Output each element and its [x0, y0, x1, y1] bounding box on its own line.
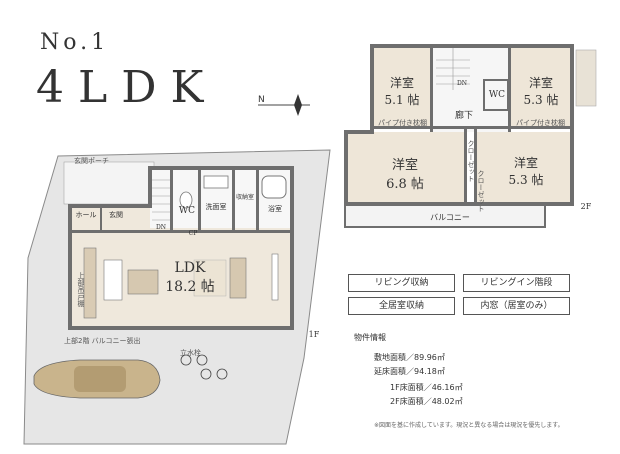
closet-label-4: クローゼット	[477, 170, 485, 212]
porch-label: 玄関ポーチ	[74, 157, 109, 165]
cp-label: CP	[188, 230, 198, 237]
room-size-2f-4: 5.3 帖	[508, 173, 544, 187]
room-name-2f-2: 洋室	[528, 76, 553, 90]
floor-plan-2f: 洋室 5.1 帖 洋室 5.3 帖 洋室 6.8 帖 洋室 5.3 帖 WC D…	[340, 40, 604, 236]
ldk-size: 18.2 帖	[165, 279, 215, 295]
bathroom-label: 浴室	[268, 205, 282, 213]
water-tap-label: 立水栓	[180, 349, 201, 357]
feature-inner-window: 内窓（居室のみ）	[463, 297, 570, 315]
compass-north-icon: N	[258, 94, 310, 116]
closet-label-2: パイプ付き枕棚	[516, 119, 565, 127]
room-name-2f-1: 洋室	[389, 76, 414, 90]
floor-1f-label: 1F	[308, 330, 320, 339]
upper-balcony-label: 上部2階 バルコニー張出	[64, 337, 141, 345]
closet-label-3: クローゼット	[467, 140, 475, 182]
feature-living-storage: リビング収納	[348, 274, 455, 292]
site-area: 敷地面積／89.96㎡	[374, 353, 445, 362]
feature-list: リビング収納 リビングイン階段 全居室収納 内窓（居室のみ）	[348, 274, 570, 315]
hallway-label: 廊下	[454, 111, 473, 121]
room-name-2f-3: 洋室	[391, 158, 418, 173]
storage-label: 収納室	[235, 194, 254, 201]
floor-2f-area: 2F床面積／48.02㎡	[390, 397, 463, 406]
floor-plan-1f: LDK 18.2 帖 WC ホール 玄関 洗面室 収納室 浴室 DN CP 玄関…	[20, 148, 340, 448]
property-info-title: 物件情報	[354, 333, 386, 342]
room-size-2f-3: 6.8 帖	[386, 177, 424, 192]
stair-dn-1f-label: DN	[155, 224, 167, 231]
closet-label-1: パイプ付き枕棚	[378, 119, 427, 127]
feature-all-room-storage: 全居室収納	[348, 297, 455, 315]
entrance-hall-label: ホール	[75, 211, 97, 219]
bicycle-icon	[180, 354, 228, 380]
washroom-label: 洗面室	[205, 203, 227, 211]
entrance-label: 玄関	[109, 211, 123, 219]
total-floor-area: 延床面積／94.18㎡	[374, 367, 445, 376]
stair-dn-2f-label: DN	[456, 80, 468, 87]
plan-number: No.1	[40, 30, 110, 55]
room-size-2f-2: 5.3 帖	[523, 93, 559, 107]
ldk-name: LDK	[174, 260, 206, 276]
wc-1f-label: WC	[178, 206, 196, 216]
floor-1f-area: 1F床面積／46.16㎡	[390, 383, 463, 392]
disclaimer-note: ※図面を基に作成しています。現況と異なる場合は現況を優先します。	[374, 422, 564, 429]
car-icon	[33, 359, 161, 399]
upper-cabinet-label: 上部吊戸棚	[77, 272, 85, 307]
layout-type-title: 4LDK	[36, 62, 218, 113]
svg-text:N: N	[258, 95, 265, 105]
wc-2f-label: WC	[488, 90, 506, 100]
room-name-2f-4: 洋室	[513, 156, 538, 170]
floor-2f-label: 2F	[580, 202, 592, 211]
room-size-2f-1: 5.1 帖	[384, 93, 420, 107]
feature-living-stairs: リビングイン階段	[463, 274, 570, 292]
balcony-label: バルコニー	[430, 213, 470, 222]
